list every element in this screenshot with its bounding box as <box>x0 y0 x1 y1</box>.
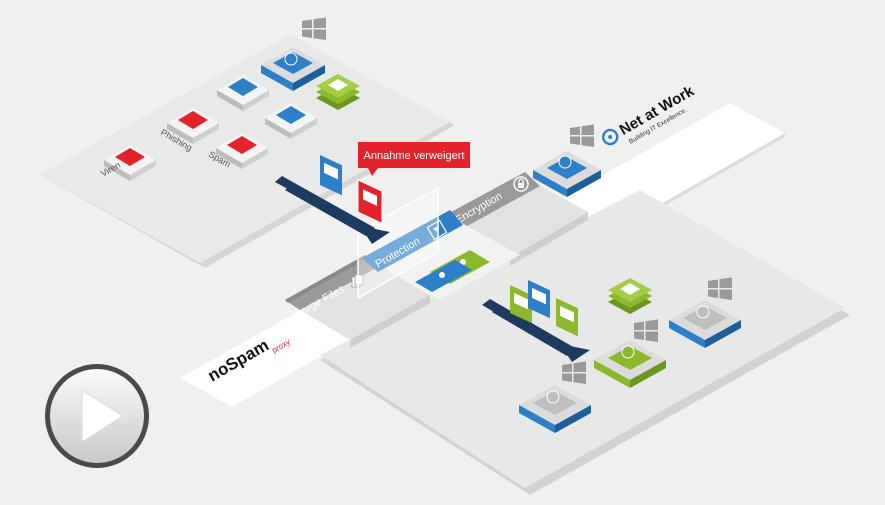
netatwork-mark-icon <box>601 128 619 146</box>
files-icon <box>351 274 364 288</box>
netatwork-user-card <box>533 151 601 197</box>
outgoing-mail-blue <box>528 280 550 319</box>
play-button[interactable] <box>45 364 149 468</box>
outgoing-mail-green-2 <box>556 298 578 337</box>
outgoing-arrow <box>482 299 590 362</box>
tile-spam <box>216 133 268 169</box>
recipient-user-card-green <box>594 340 666 388</box>
protection-user-card-blue <box>415 260 472 292</box>
tile-viren <box>104 145 156 181</box>
windows-icon <box>302 17 326 40</box>
rejected-mail <box>357 179 383 224</box>
tile-blue-1 <box>217 75 269 111</box>
recipient-user-card-gray-left <box>519 385 591 433</box>
play-icon <box>81 389 124 443</box>
rejected-callout-label: Annahme verweigert <box>364 150 465 162</box>
recipient-platform <box>320 190 850 495</box>
tile-blue-2 <box>265 103 317 139</box>
large-files-segment: Large Files <box>285 255 430 348</box>
tile-phishing <box>167 108 219 144</box>
green-mail-stack <box>316 74 360 110</box>
sender-tiles: Viren Phishing Spam <box>99 17 360 181</box>
recipient-green-stack <box>608 278 652 314</box>
shield-icon <box>426 219 448 241</box>
incoming-arrow <box>275 176 390 244</box>
lock-icon <box>513 176 529 192</box>
incoming-mail-blue <box>320 155 342 196</box>
recipient-user-card-gray-right <box>669 300 741 348</box>
user-icon <box>284 52 298 66</box>
rejected-callout: Annahme verweigert <box>358 142 470 176</box>
windows-icon-netatwork <box>570 124 594 147</box>
sender-user-card <box>261 47 325 91</box>
outgoing-mail-green-1 <box>510 285 532 324</box>
glass-filter-pane <box>357 186 439 300</box>
